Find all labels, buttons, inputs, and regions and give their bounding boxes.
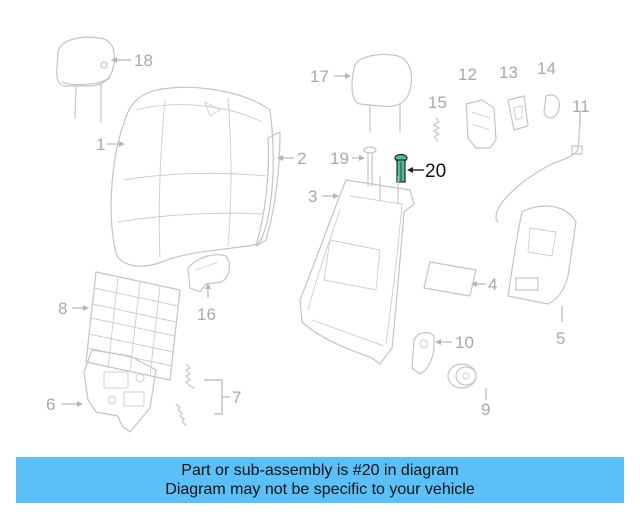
- callout-18: 18: [134, 51, 153, 70]
- part-7-springs: [175, 363, 195, 426]
- callout-3: 3: [308, 187, 317, 206]
- callout-6: 6: [46, 395, 55, 414]
- part-13-handle: [507, 95, 529, 131]
- callout-13: 13: [499, 63, 518, 82]
- callout-14: 14: [537, 59, 556, 78]
- part-6-lumbar-plate: [83, 349, 157, 433]
- callout-7: 7: [232, 388, 241, 407]
- callout-5: 5: [556, 329, 565, 348]
- caption-bar: Part or sub-assembly is #20 in diagram D…: [16, 457, 624, 503]
- callout-15: 15: [428, 93, 447, 112]
- callout-12: 12: [458, 65, 477, 84]
- part-16-bracket: [187, 254, 231, 293]
- callout-2: 2: [297, 149, 306, 168]
- part-4-pad: [423, 261, 477, 297]
- part-3-seatback-frame: [299, 175, 415, 365]
- parts-diagram: 18 1 2 16 8: [46, 36, 590, 433]
- part-1-seatback-cushion: [110, 86, 274, 267]
- part-20-guide-sleeve: [394, 153, 408, 183]
- callout-11: 11: [572, 97, 590, 116]
- part-11-cable: [495, 119, 583, 223]
- callout-9: 9: [481, 400, 490, 419]
- callout-1: 1: [96, 135, 105, 154]
- callout-16: 16: [197, 305, 216, 324]
- part-5-back-panel: [507, 205, 577, 305]
- part-12-lever-cover: [465, 99, 497, 149]
- callout-4: 4: [488, 275, 497, 294]
- part-10-recliner-handle: [411, 331, 435, 375]
- callout-20: 20: [425, 161, 446, 182]
- callout-10: 10: [455, 333, 474, 352]
- callout-19: 19: [330, 149, 349, 168]
- part-15-spring-clip: [433, 117, 440, 142]
- part-17-headrest: [351, 53, 413, 133]
- callout-17: 17: [310, 67, 329, 86]
- part-9-knob: [447, 363, 477, 389]
- part-2-side-trim: [255, 131, 281, 247]
- caption-line-1: Part or sub-assembly is #20 in diagram: [181, 462, 459, 479]
- part-18-headrest: [56, 36, 116, 123]
- part-8-spring-mat: [85, 271, 181, 381]
- part-14-knob: [543, 94, 560, 119]
- part-19-pin: [363, 146, 377, 187]
- callout-8: 8: [58, 299, 67, 318]
- caption-line-2: Diagram may not be specific to your vehi…: [165, 481, 475, 498]
